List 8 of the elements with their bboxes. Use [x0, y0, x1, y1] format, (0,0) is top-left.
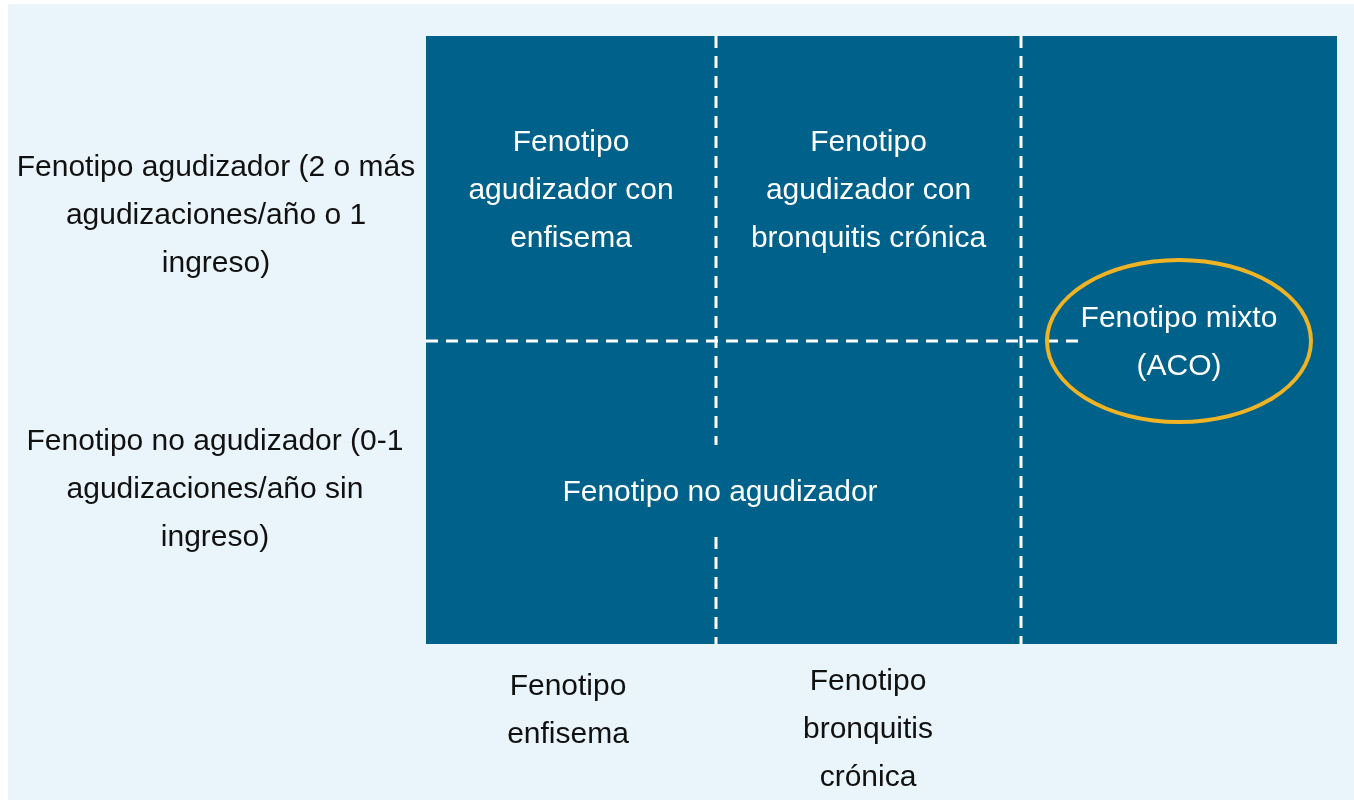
- quadrant-cell: Fenotipo agudizador con bronquitis crónica: [716, 36, 1021, 341]
- highlight-ellipse: Fenotipo mixto (ACO): [1045, 258, 1313, 424]
- row-label: Fenotipo agudizador (2 o más agudizaciones/año o 1 ingreso): [15, 148, 417, 280]
- row-label: Fenotipo no agudizador (0-1 agudizaciones/año sin ingreso): [25, 422, 405, 554]
- quadrant-cell: Fenotipo no agudizador: [440, 445, 1000, 537]
- column-label: Fenotipo bronquitis crónica: [801, 662, 935, 794]
- column-label: Fenotipo enfisema: [506, 667, 630, 751]
- quadrant-cell: Fenotipo agudizador con enfisema: [426, 36, 716, 341]
